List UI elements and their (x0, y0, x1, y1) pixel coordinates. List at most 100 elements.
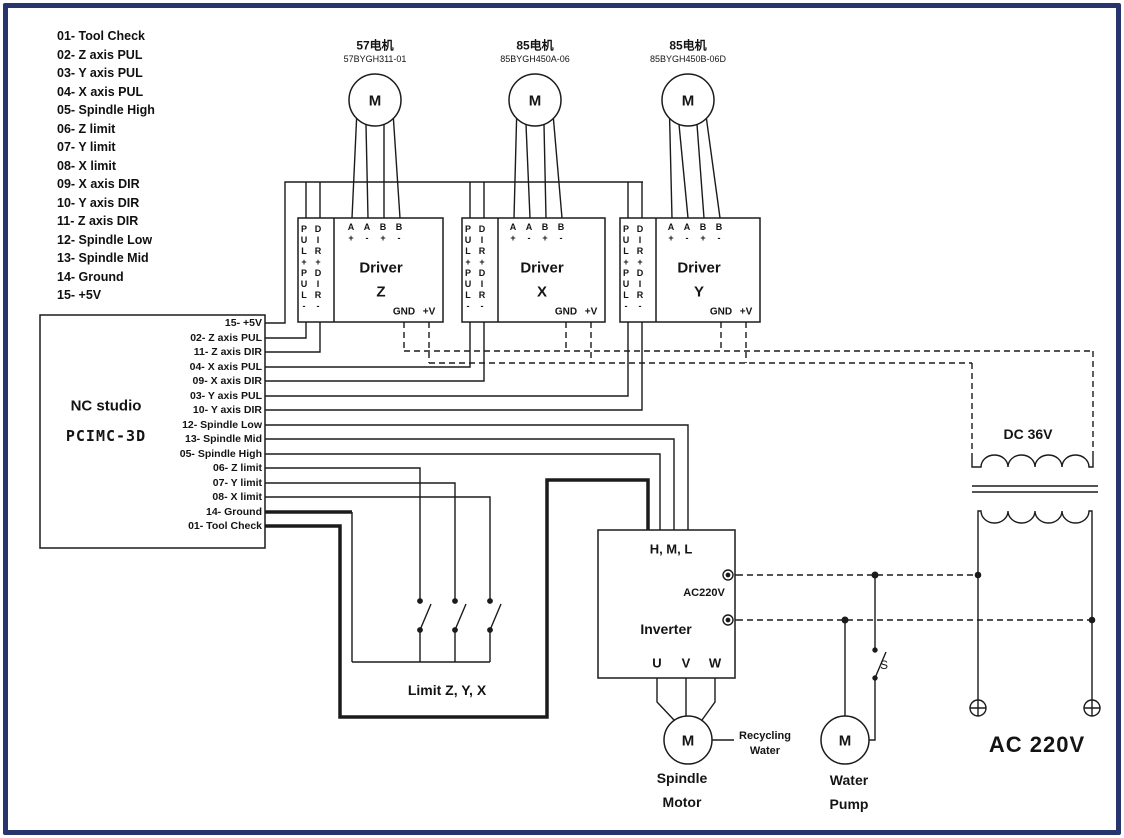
driver-z-axis: Z (376, 283, 386, 301)
water-pump-wires (841, 571, 887, 741)
spindle-motor-symbol: M (681, 732, 695, 750)
pin-label: 11- Z axis DIR (193, 346, 262, 358)
controller-pins: 15- +5V 02- Z axis PUL 11- Z axis DIR 04… (128, 316, 262, 534)
motor-x-model: 85BYGH450A-06 (500, 54, 570, 64)
power-dashed-wires (403, 322, 1094, 621)
driver-z-gnd-label: GND (392, 306, 416, 318)
legend-item: 12- Spindle Low (57, 232, 153, 247)
legend-item: 11- Z axis DIR (57, 214, 139, 228)
driver-z-terminal-a-minus: A- (362, 222, 372, 244)
driver-y-axis: Y (693, 283, 705, 301)
driver-z-v-label: +V (422, 306, 436, 318)
pin-legend: 01- Tool Check 02- Z axis PUL 03- Y axis… (57, 27, 155, 305)
motor-x-symbol: M (528, 92, 542, 110)
pin-label: 05- Spindle High (179, 447, 262, 460)
spindle-motor-label-line2: Motor (662, 794, 702, 810)
driver-z-terminal-b-plus: B+ (378, 222, 388, 244)
water-pump-label-line2: Pump (829, 796, 869, 812)
legend-item: 09- X axis DIR (57, 177, 140, 191)
limit-switch-wires (265, 467, 502, 663)
stepper-motor-x-circle (508, 73, 562, 127)
driver-y-v-label: +V (739, 306, 753, 318)
motor-x-name: 85电机 (516, 38, 554, 53)
spindle-control-wires (265, 424, 689, 530)
pin-label: 15- +5V (224, 317, 262, 329)
water-pump-symbol: M (838, 732, 852, 750)
driver-y-terminal-b-plus: B+ (698, 222, 708, 244)
driver-z-title: Driver (359, 259, 403, 277)
driver-x-terminal-b-minus: B- (556, 222, 566, 244)
motor-y-name: 85电机 (669, 38, 707, 53)
legend-item: 04- X axis PUL (57, 84, 144, 99)
driver-x-dir-column: DIR+DIR- (477, 224, 487, 312)
driver-x-box (461, 217, 606, 323)
motor-circles (348, 73, 870, 765)
ac-mains-label: AC 220V (988, 732, 1086, 757)
driver-x-terminal-a-plus: A+ (508, 222, 518, 244)
legend-item: 05- Spindle High (57, 103, 155, 117)
driver-x-pul-column: PUL+PUL- (463, 224, 473, 312)
ac-mains-terminals (969, 699, 1101, 717)
driver-strip-dividers (333, 218, 657, 322)
driver-x-terminal-a-minus: A- (524, 222, 534, 244)
legend-item: 10- Y axis DIR (57, 195, 140, 210)
spindle-motor-circle (663, 715, 713, 765)
motor-z-model: 57BYGH311-01 (343, 54, 407, 64)
spindle-motor-label-line1: Spindle (656, 770, 708, 786)
driver-y-terminal-b-minus: B- (714, 222, 724, 244)
driver-z-pul-column: PUL+PUL- (299, 224, 309, 312)
legend-item: 15- +5V (57, 288, 102, 302)
inverter-box (597, 529, 736, 679)
pin-label: 02- Z axis PUL (190, 331, 262, 344)
driver-z-terminal-b-minus: B- (394, 222, 404, 244)
component-boxes (39, 217, 761, 679)
inverter-hml-label: H, M, L (649, 541, 693, 557)
pin-label: 08- X limit (212, 491, 262, 503)
inverter-terminals-top (722, 569, 734, 626)
pin-label: 10- Y axis DIR (192, 404, 262, 416)
motor-y-model: 85BYGH450B-06D (649, 54, 727, 64)
legend-item: 01- Tool Check (57, 29, 145, 43)
driver-y-terminal-a-minus: A- (682, 222, 692, 244)
driver-y-pul-column: PUL+PUL- (621, 224, 631, 312)
driver-y-box (619, 217, 761, 323)
dc-voltage-label: DC 36V (1003, 426, 1053, 442)
inverter-v-terminal: V (681, 655, 691, 671)
controller-model: PCIMC-3D (65, 427, 147, 445)
driver-y-title: Driver (677, 259, 721, 277)
motor-wires (351, 118, 721, 219)
driver-z-terminal-a-plus: A+ (346, 222, 356, 244)
motor-z-symbol: M (368, 92, 382, 110)
inverter-u-terminal: U (652, 655, 662, 671)
driver-z-dir-column: DIR+DIR- (313, 224, 323, 312)
driver-x-v-label: +V (584, 306, 598, 318)
controller-box (39, 314, 266, 549)
stepper-motor-y-circle (661, 73, 715, 127)
signal-wires (265, 322, 643, 411)
inverter-title: Inverter (640, 621, 692, 637)
stepper-motor-z-circle (348, 73, 402, 127)
pin-label: 14- Ground (205, 505, 262, 518)
driver-x-title: Driver (520, 259, 564, 277)
driver-x-terminal-b-plus: B+ (540, 222, 550, 244)
pump-switch-label: S (879, 658, 889, 672)
pin-label: 13- Spindle Mid (184, 433, 262, 445)
motor-y-symbol: M (681, 92, 695, 110)
recycling-water-label-line1: Recycling (739, 730, 791, 742)
controller-title: NC studio (70, 397, 142, 415)
plus5v-bus (265, 181, 643, 324)
driver-y-gnd-label: GND (709, 306, 733, 318)
limit-switches-label: Limit Z, Y, X (407, 682, 487, 698)
spindle-motor-wires (656, 678, 734, 741)
pin-label: 06- Z limit (212, 462, 262, 474)
inverter-ac-label: AC220V (683, 587, 725, 599)
water-pump-circle (820, 715, 870, 765)
legend-item: 07- Y limit (57, 140, 116, 154)
pin-label: 12- Spindle Low (182, 418, 262, 431)
pin-label: 01- Tool Check (188, 520, 262, 532)
pin-label: 04- X axis PUL (189, 360, 262, 373)
driver-y-dir-column: DIR+DIR- (635, 224, 645, 312)
ground-toolcheck-wires (265, 478, 650, 719)
pin-label: 09- X axis DIR (192, 375, 262, 387)
